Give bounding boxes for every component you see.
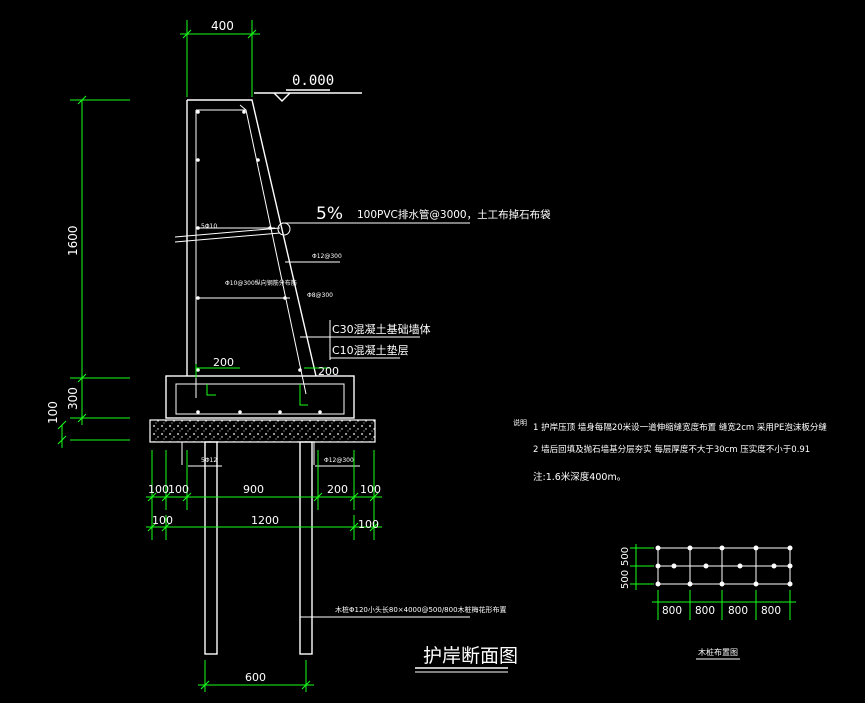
dim-bottom-200: 200 (327, 483, 348, 496)
rebar-right-bottom-label: Φ12@300 (324, 457, 354, 464)
notes-line2: 2 墙后回填及抛石墙基分层夯实 每层厚度不大于30cm 压实度不小于0.91 (533, 444, 810, 455)
dim-bottom-900: 900 (243, 483, 264, 496)
dim-top-width: 400 (211, 19, 234, 33)
dim-overall-100-left: 100 (152, 514, 173, 527)
c10-label: C10混凝土垫层 (332, 343, 409, 357)
dim-tick (247, 29, 257, 39)
dim-overall-1200: 1200 (251, 514, 279, 527)
rebar-left-bottom-label: 5Φ12 (201, 457, 217, 464)
footing-rebar (175, 383, 345, 415)
c30-label: C30混凝土基础墙体 (332, 322, 431, 336)
dim-tick (77, 373, 87, 383)
notes-heading: 说明 (513, 418, 527, 427)
dimensions (57, 20, 382, 692)
dim-overall-100-right: 100 (358, 518, 379, 531)
dim-pile-spacing: 600 (245, 671, 266, 684)
rebar-outer (196, 109, 307, 395)
annotations: 5% 100PVC排水管@3000，土工布掉石布袋 5Φ10 Φ12@300 Φ… (188, 204, 551, 618)
rebar-top-label: 5Φ10 (201, 223, 217, 230)
dim-height-main: 1600 (66, 225, 80, 256)
retaining-wall (149, 99, 376, 655)
pile-points (655, 545, 793, 587)
dim-tick (77, 413, 87, 423)
dim-tick (301, 680, 311, 690)
dim-tick (77, 95, 87, 105)
pile-right (299, 441, 313, 655)
drawing-title: 护岸断面图 (423, 645, 518, 667)
dim-bottom-100b: 100 (168, 483, 189, 496)
dim-tick (200, 680, 210, 690)
plan-col-dim: 800 (728, 605, 748, 617)
rebar-hook (239, 104, 247, 111)
dim-toe-right: 200 (318, 365, 339, 378)
pile-grid (657, 547, 791, 585)
plan-col-dim: 800 (695, 605, 715, 617)
rebar-mid-label: Φ12@300 (312, 253, 342, 260)
toe-mark-r (299, 384, 308, 406)
notes-line1: 1 护岸压顶 墙身每隔20米设一道伸缩缝宽度布置 缝宽2cm 采用PE泡沫板分缝 (533, 422, 827, 433)
elevation-marker (273, 92, 291, 102)
toe-mark-l (206, 384, 216, 396)
dim-tick (57, 420, 67, 430)
dimension-labels: 400 1600 300 100 200 200 100 100 900 200… (46, 19, 381, 684)
elevation-label: 0.000 (292, 73, 334, 89)
dim-height-300: 300 (66, 387, 80, 410)
drain-pipe-label: 100PVC排水管@3000，土工布掉石布袋 (357, 208, 551, 221)
dim-tick (182, 29, 192, 39)
notes-line3: 注:1.6米深度400m。 (533, 471, 626, 483)
wall-footing (165, 375, 355, 419)
notes: 说明 1 护岸压顶 墙身每隔20米设一道伸缩缝宽度布置 缝宽2cm 采用PE泡沫… (513, 418, 827, 483)
ground-line (254, 89, 362, 102)
rebar-dots (196, 110, 322, 414)
plan-dim-ext-v (657, 590, 791, 620)
rebar-side-label: Φ8@300 (307, 292, 333, 299)
dim-bottom-100c: 100 (360, 483, 381, 496)
pile-layout-title: 木桩布置图 (698, 647, 738, 657)
wall-back-face (187, 99, 317, 377)
pile-left (204, 441, 218, 655)
slope-label: 5% (316, 204, 343, 224)
dim-bottom-100a: 100 (148, 483, 169, 496)
dim-tick (57, 435, 67, 445)
plan-col-dim: 800 (761, 605, 781, 617)
dim-ticks-row1 (147, 492, 379, 502)
plan-dim-500b: 500 (620, 570, 631, 589)
drain-pipe-a (174, 227, 281, 238)
drain-pipe-end (277, 222, 291, 236)
dim-toe-left: 200 (213, 356, 234, 369)
pile-layout: 500 500 800 800 800 800 木桩布置图 (620, 544, 796, 660)
drain-pipe-b (174, 232, 281, 243)
pile-note-label: 木桩Φ120小头长80×4000@500/800木桩梅花形布置 (335, 605, 507, 614)
dim-height-100: 100 (46, 401, 60, 424)
c10-bed (149, 419, 376, 443)
rebar-dist-label: Φ10@300纵向钢筋分布筋 (225, 279, 297, 287)
plan-dim-500a: 500 (620, 547, 631, 566)
plan-col-dim: 800 (662, 605, 682, 617)
